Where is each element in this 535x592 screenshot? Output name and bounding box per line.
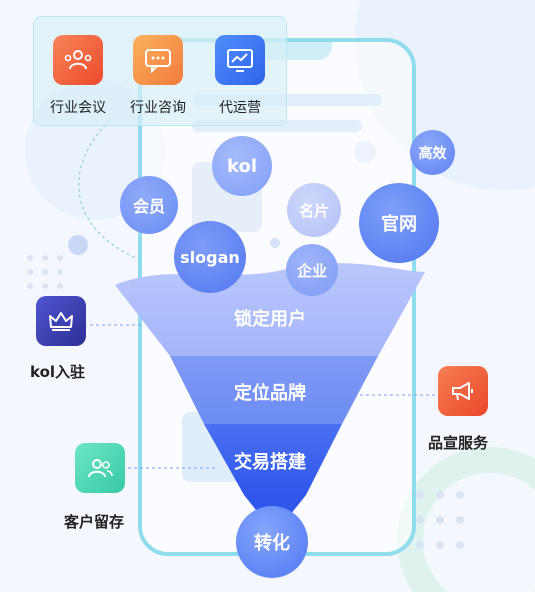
crown-icon bbox=[49, 312, 73, 331]
meeting-label: 行业会议 bbox=[50, 100, 106, 116]
bubble-website: 官网 bbox=[359, 183, 439, 263]
promo-service-tile[interactable] bbox=[438, 366, 488, 416]
bubble-efficient: 高效 bbox=[410, 130, 455, 175]
users-icon bbox=[88, 459, 113, 478]
kol-entry-tile[interactable] bbox=[36, 296, 86, 346]
operation-label: 代运营 bbox=[219, 100, 261, 116]
chart-monitor-icon bbox=[227, 49, 253, 72]
stage-brand-position: 定位品牌 bbox=[234, 383, 306, 404]
funnel-stage-3 bbox=[204, 424, 342, 495]
operation-tile[interactable] bbox=[215, 35, 265, 85]
bubble-business-card-label: 名片 bbox=[298, 201, 329, 220]
bubble-enterprise: 企业 bbox=[286, 244, 338, 296]
consult-tile[interactable] bbox=[133, 35, 183, 85]
bubble-efficient-label: 高效 bbox=[418, 145, 447, 162]
consult-label: 行业咨询 bbox=[130, 100, 186, 116]
bubble-website-label: 官网 bbox=[381, 214, 417, 235]
bubble-slogan: slogan bbox=[174, 221, 246, 293]
megaphone-icon bbox=[452, 382, 473, 401]
funnel-stage-2 bbox=[170, 356, 378, 424]
bubble-member: 会员 bbox=[120, 176, 178, 234]
bubble-slogan-label: slogan bbox=[180, 247, 240, 267]
bubble-business-card: 名片 bbox=[287, 183, 341, 237]
kol-entry-label: kol入驻 bbox=[30, 363, 86, 381]
chat-bubble-icon bbox=[145, 49, 171, 73]
meeting-tile[interactable] bbox=[53, 35, 103, 85]
people-meeting-icon bbox=[64, 50, 92, 70]
stage-lock-users: 锁定用户 bbox=[234, 309, 306, 330]
retention-label: 客户留存 bbox=[64, 513, 125, 531]
stage-transaction-build: 交易搭建 bbox=[234, 452, 306, 473]
bubble-member-label: 会员 bbox=[132, 197, 165, 216]
bubble-kol-label: kol bbox=[226, 155, 258, 177]
bubble-enterprise-label: 企业 bbox=[296, 261, 327, 280]
promo-service-label: 品宣服务 bbox=[428, 434, 489, 452]
stage-conversion-label: 转化 bbox=[254, 533, 290, 554]
retention-tile[interactable] bbox=[75, 443, 125, 493]
stage-conversion: 转化 bbox=[236, 506, 308, 578]
bubble-kol: kol bbox=[212, 136, 272, 196]
